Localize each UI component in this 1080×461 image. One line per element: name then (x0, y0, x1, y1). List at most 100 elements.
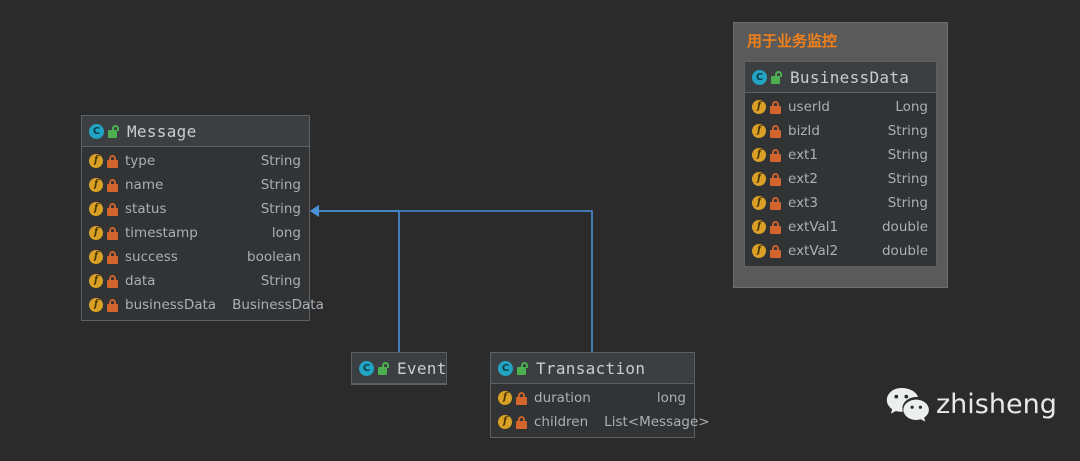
uml-class-transaction[interactable]: C Transaction f duration long f children List<M… (490, 352, 710, 438)
locked-padlock-icon (107, 202, 118, 216)
uml-field-type: String (260, 177, 301, 193)
locked-padlock-icon (107, 154, 118, 168)
uml-field-type: List<Message> (604, 414, 710, 430)
locked-padlock-icon (107, 226, 118, 240)
field-icon: f (498, 391, 512, 405)
uml-field-row[interactable]: f data String (82, 269, 309, 293)
connector-arrowhead-event-extends-message (310, 205, 319, 217)
locked-padlock-icon (516, 391, 527, 405)
uml-field-type: long (656, 390, 686, 406)
uml-field-type: String (260, 273, 301, 289)
uml-field-name: name (125, 177, 164, 193)
uml-field-name: timestamp (125, 225, 198, 241)
uml-field-row[interactable]: f ext3 String (745, 191, 936, 215)
uml-field-type: String (887, 147, 928, 163)
uml-field-name: ext3 (788, 195, 818, 211)
field-icon: f (89, 226, 103, 240)
group-panel-title: 用于业务监控 (747, 32, 838, 50)
unlocked-padlock-icon (517, 361, 529, 375)
uml-field-type: String (887, 195, 928, 211)
watermark: zhisheng (886, 386, 1057, 422)
unlocked-padlock-icon (771, 70, 783, 84)
uml-field-name: children (534, 414, 589, 430)
field-icon: f (89, 274, 103, 288)
field-icon: f (752, 100, 766, 114)
uml-field-type: Long (895, 99, 928, 115)
uml-field-row[interactable]: f children List<Message> (491, 410, 710, 434)
locked-padlock-icon (770, 100, 781, 114)
uml-field-type: String (887, 171, 928, 187)
uml-class-name: BusinessData (790, 67, 910, 87)
uml-field-name: businessData (125, 297, 217, 313)
class-icon: C (359, 360, 374, 376)
uml-field-type: double (881, 219, 928, 235)
uml-class-header-transaction[interactable]: C Transaction (491, 353, 694, 384)
uml-field-name: extVal2 (788, 243, 839, 259)
uml-field-type: boolean (247, 249, 301, 265)
connector-event-extends-message (318, 210, 400, 352)
locked-padlock-icon (770, 148, 781, 162)
uml-class-name: Event (397, 358, 447, 378)
uml-field-row[interactable]: f extVal1 double (745, 215, 936, 239)
uml-class-header-event[interactable]: C Event (352, 353, 446, 384)
locked-padlock-icon (770, 220, 781, 234)
locked-padlock-icon (107, 250, 118, 264)
uml-field-name: data (125, 273, 156, 289)
uml-field-name: duration (534, 390, 591, 406)
locked-padlock-icon (770, 244, 781, 258)
uml-field-name: bizId (788, 123, 820, 139)
class-icon: C (498, 360, 513, 376)
uml-field-name: ext1 (788, 147, 818, 163)
locked-padlock-icon (107, 178, 118, 192)
uml-field-name: extVal1 (788, 219, 839, 235)
field-icon: f (498, 415, 512, 429)
uml-field-type: long (271, 225, 301, 241)
uml-class-fields-transaction: f duration long f children List<Message> (491, 384, 710, 437)
watermark-text: zhisheng (936, 388, 1057, 420)
uml-field-type: double (881, 243, 928, 259)
field-icon: f (752, 220, 766, 234)
locked-padlock-icon (107, 298, 118, 312)
uml-field-type: String (887, 123, 928, 139)
locked-padlock-icon (516, 415, 527, 429)
uml-field-row[interactable]: f timestamp long (82, 221, 309, 245)
field-icon: f (752, 172, 766, 186)
uml-field-name: ext2 (788, 171, 818, 187)
uml-class-name: Message (127, 121, 197, 141)
field-icon: f (89, 178, 103, 192)
uml-field-type: String (260, 153, 301, 169)
uml-field-row[interactable]: f userId Long (745, 95, 936, 119)
connector-transaction-extends-message (318, 210, 593, 352)
uml-field-name: status (125, 201, 167, 217)
field-icon: f (752, 196, 766, 210)
uml-field-row[interactable]: f duration long (491, 386, 694, 410)
uml-field-name: success (125, 249, 178, 265)
uml-field-row[interactable]: f name String (82, 173, 309, 197)
uml-field-type: String (260, 201, 301, 217)
connector-arrowhead-transaction-extends-message (310, 205, 319, 217)
uml-field-row[interactable]: f ext1 String (745, 143, 936, 167)
uml-class-name: Transaction (536, 358, 646, 378)
field-icon: f (89, 250, 103, 264)
uml-class-event[interactable]: C Event (351, 352, 447, 385)
locked-padlock-icon (107, 274, 118, 288)
uml-field-row[interactable]: f success boolean (82, 245, 309, 269)
field-icon: f (752, 148, 766, 162)
field-icon: f (89, 298, 103, 312)
uml-field-row[interactable]: f ext2 String (745, 167, 936, 191)
uml-field-name: userId (788, 99, 830, 115)
unlocked-padlock-icon (108, 124, 120, 138)
wechat-icon (886, 388, 929, 422)
